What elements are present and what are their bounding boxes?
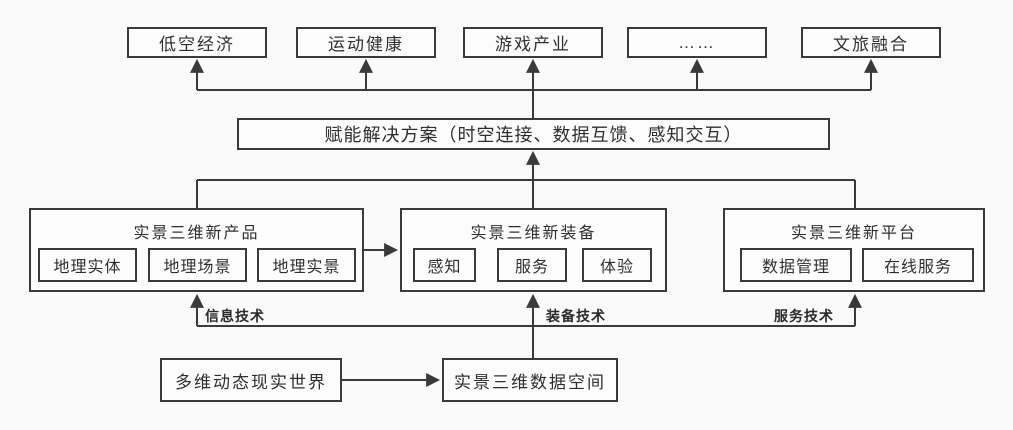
solution-box: 赋能解决方案（时空连接、数据互馈、感知交互）: [237, 118, 830, 150]
app-label: 游戏产业: [495, 35, 571, 54]
app-box-game-industry: 游戏产业: [463, 27, 603, 58]
sub-box-geo-entity: 地理实体: [38, 248, 137, 282]
dataspace-box: 实景三维数据空间: [442, 358, 618, 402]
app-box-culture-tourism: 文旅融合: [801, 27, 941, 58]
sub-box-label: 地理实景: [272, 259, 341, 276]
sub-box-label: 地理实体: [53, 259, 122, 276]
sub-box-geo-reality: 地理实景: [257, 248, 356, 282]
sub-box-online-service: 在线服务: [862, 248, 974, 282]
app-box-sports-health: 运动健康: [296, 27, 436, 58]
sub-box-label: 地理场景: [163, 259, 232, 276]
app-box-low-altitude-economy: 低空经济: [127, 27, 267, 58]
sub-box-label: 感知: [427, 259, 462, 276]
world-label: 多维动态现实世界: [175, 372, 327, 392]
tech-label-information: 信息技术: [205, 308, 265, 324]
sub-box-label: 在线服务: [883, 259, 952, 276]
tech-label-service: 服务技术: [774, 308, 834, 324]
sub-box-experience: 体验: [582, 248, 652, 282]
pillar-title: 实景三维新产品: [133, 225, 260, 242]
pillar-title: 实景三维新装备: [470, 225, 597, 242]
tech-label-equipment: 装备技术: [546, 308, 606, 324]
sub-box-data-management: 数据管理: [740, 248, 852, 282]
dataspace-label: 实景三维数据空间: [454, 372, 606, 392]
world-box: 多维动态现实世界: [160, 358, 342, 402]
sub-box-label: 数据管理: [761, 259, 830, 276]
app-label: 文旅融合: [833, 35, 909, 54]
sub-box-service: 服务: [497, 248, 567, 282]
sub-box-perception: 感知: [413, 248, 476, 282]
app-label: 低空经济: [159, 35, 235, 54]
app-box-ellipsis: ……: [627, 27, 767, 58]
sub-box-geo-scene: 地理场景: [148, 248, 247, 282]
sub-box-label: 体验: [599, 259, 634, 276]
sub-box-label: 服务: [514, 259, 549, 276]
app-label: 运动健康: [328, 35, 404, 54]
pillar-title: 实景三维新平台: [790, 225, 917, 242]
solution-label: 赋能解决方案（时空连接、数据互馈、感知交互）: [324, 125, 743, 145]
app-label: ……: [678, 32, 716, 52]
